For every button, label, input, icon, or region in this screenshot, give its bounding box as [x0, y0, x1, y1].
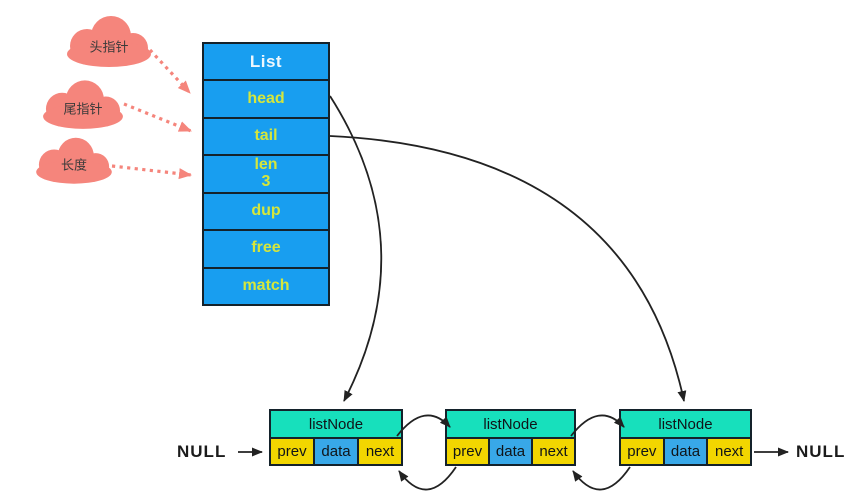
list-table-title: List: [204, 44, 328, 82]
node3-data-cell: data: [662, 439, 709, 464]
dotted-arrow-length: [111, 164, 192, 180]
len-label: len: [254, 156, 278, 174]
head-to-node1-arrow: [329, 95, 383, 402]
node3-title: listNode: [621, 411, 750, 439]
list-row-tail: tail: [204, 119, 328, 157]
node2-cells: prev data next: [447, 439, 574, 464]
node3-prev-cell: prev: [621, 439, 663, 464]
dotted-arrow-tail-pointer: [123, 102, 192, 133]
null-left-label: NULL: [177, 442, 227, 461]
node1-prev-cell: prev: [271, 439, 313, 464]
list-row-len: len 3: [204, 156, 328, 194]
node1-cells: prev data next: [271, 439, 401, 464]
cloud-label-tail-pointer: 尾指针: [63, 101, 103, 117]
node1-title: listNode: [271, 411, 401, 439]
list-row-dup: dup: [204, 194, 328, 232]
node1-next-cell: next: [359, 439, 401, 464]
list-row-head: head: [204, 81, 328, 119]
list-node-1: listNode prev data next: [269, 409, 403, 466]
len-value: 3: [261, 172, 271, 190]
node2-prev-to-node1-arrow: [398, 466, 457, 491]
node2-next-to-node3-arrow: [570, 414, 625, 437]
node2-title: listNode: [447, 411, 574, 439]
list-row-free: free: [204, 231, 328, 269]
list-node-3: listNode prev data next: [619, 409, 752, 466]
list-node-2: listNode prev data next: [445, 409, 576, 466]
cloud-label-length: 长度: [60, 157, 88, 173]
dotted-arrow-head-pointer: [148, 48, 192, 95]
cloud-label-head-pointer: 头指针: [89, 39, 129, 55]
node1-data-cell: data: [313, 439, 359, 464]
node3-next-cell: next: [708, 439, 751, 464]
node2-prev-cell: prev: [447, 439, 488, 464]
list-row-match: match: [242, 276, 290, 294]
list-struct-table: List head tail len 3 dup free match: [202, 42, 330, 306]
node3-prev-to-node2-arrow: [572, 466, 631, 491]
node2-next-cell: next: [533, 439, 574, 464]
null-right-label: NULL: [796, 442, 846, 461]
node2-data-cell: data: [488, 439, 533, 464]
node3-cells: prev data next: [621, 439, 751, 464]
tail-to-node3-arrow: [329, 135, 687, 402]
node1-next-to-node2-arrow: [396, 414, 451, 437]
